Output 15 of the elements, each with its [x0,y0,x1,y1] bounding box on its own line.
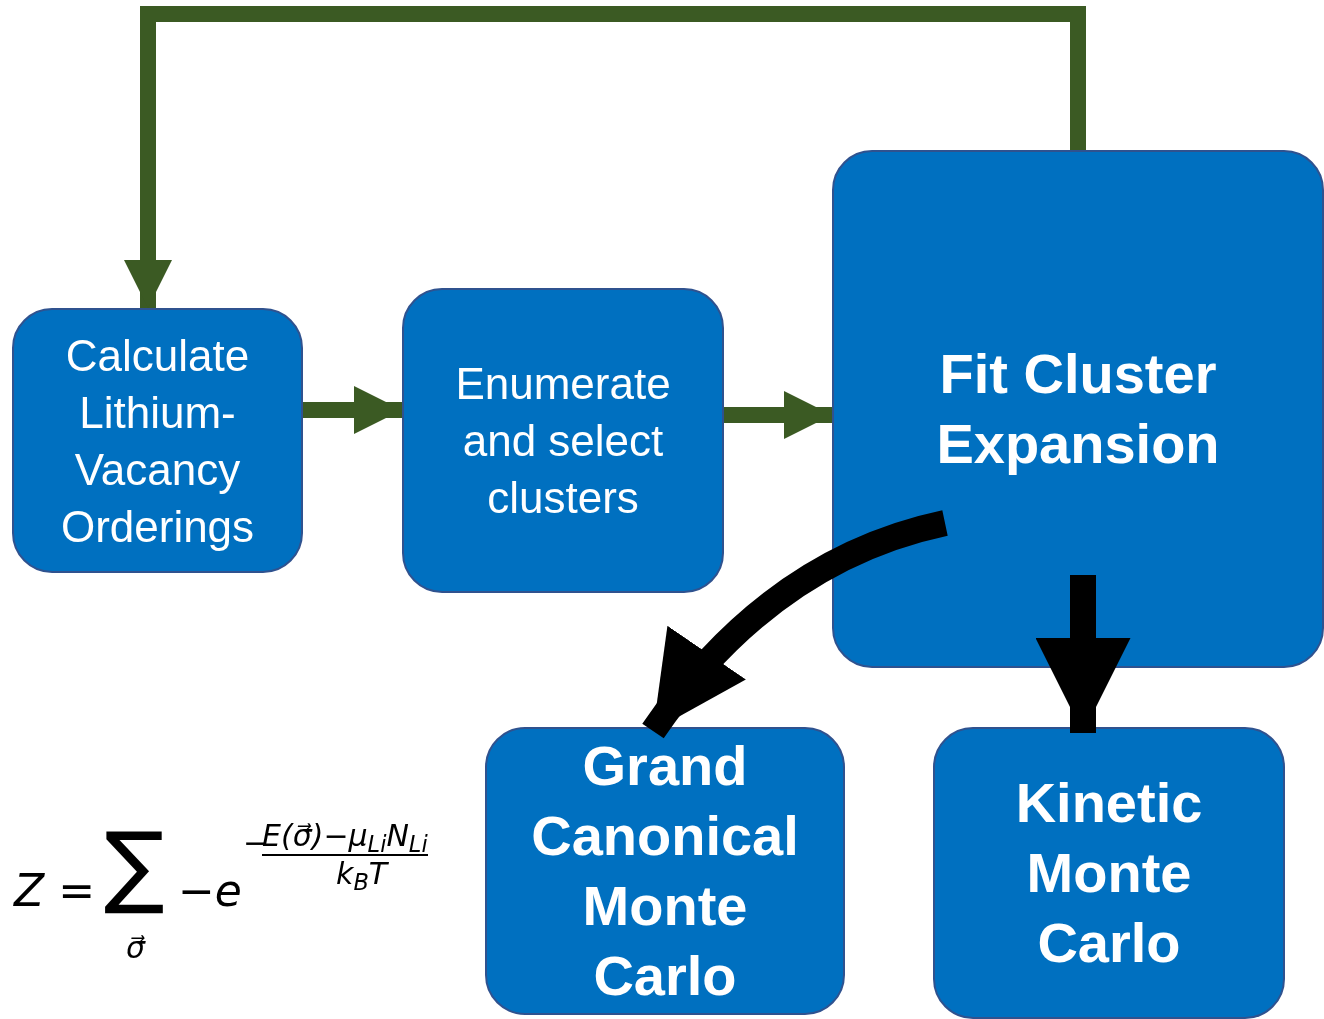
process-box: Kinetic Monte Carlo [933,727,1285,1019]
process-box: Enumerate and select clusters [402,288,724,593]
process-box: Fit Cluster Expansion [832,150,1324,668]
arrow [724,391,832,439]
formula-text: k$_{B}$T [336,856,388,892]
formula-text: −e [178,864,242,918]
formula-text: σ⃗ [126,929,145,967]
arrow [1035,575,1131,733]
arrow [124,6,1086,308]
formula-text: ∑ [104,815,165,915]
arrow [303,386,402,434]
process-box: Calculate Lithium-Vacancy Orderings [12,308,303,573]
arrow [642,510,949,739]
formula-text: Z = [14,864,95,918]
process-box: Grand Canonical Monte Carlo [485,727,845,1015]
